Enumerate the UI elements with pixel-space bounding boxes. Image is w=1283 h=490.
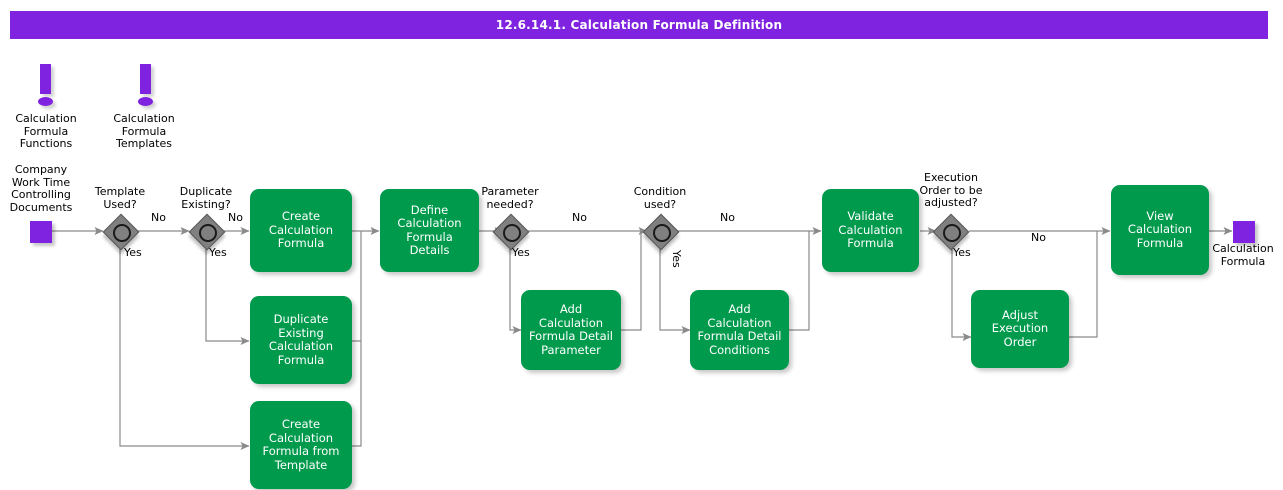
page-title: 12.6.14.1. Calculation Formula Definitio… — [10, 11, 1268, 39]
task-add-calculation-formula-detail-conditions[interactable]: Add Calculation Formula Detail Condition… — [690, 290, 789, 370]
exclamation-bar — [140, 64, 151, 94]
edge-label-exec-yes: Yes — [953, 246, 971, 259]
data-object-calculation-formula[interactable] — [1233, 221, 1255, 243]
gateway-label-template-used: Template Used? — [94, 185, 146, 211]
annotation-label-calculation-formula-functions: Calculation Formula Functions — [15, 112, 77, 151]
exclamation-dot — [138, 97, 153, 106]
edge-label-condition-yes: Yes — [670, 250, 683, 268]
data-object-label-calculation-formula: Calculation Formula — [1212, 242, 1274, 268]
task-duplicate-existing-calculation-formula[interactable]: Duplicate Existing Calculation Formula — [250, 296, 352, 384]
task-define-calculation-formula-details[interactable]: Define Calculation Formula Details — [380, 189, 479, 272]
edge-label-parameter-no: No — [572, 211, 587, 224]
gateway-execution-order-to-be-adjusted[interactable] — [932, 213, 970, 251]
gateway-label-execution-order-to-be-adjusted: Execution Order to be adjusted? — [919, 171, 983, 210]
gateway-ring-icon — [199, 224, 217, 242]
gateway-ring-icon — [943, 224, 961, 242]
exclamation-icon — [33, 64, 59, 108]
gateway-ring-icon — [653, 224, 671, 242]
edge-label-duplicate-no: No — [228, 211, 243, 224]
gateway-label-condition-used: Condition used? — [633, 185, 687, 211]
edge-label-exec-no: No — [1031, 231, 1046, 244]
task-create-calculation-formula[interactable]: Create Calculation Formula — [250, 189, 352, 272]
gateway-ring-icon — [503, 224, 521, 242]
task-create-calculation-formula-from-template[interactable]: Create Calculation Formula from Template — [250, 401, 352, 489]
data-object-label-company-work-time-controlling-documents: Company Work Time Controlling Documents — [9, 163, 73, 214]
gateway-label-parameter-needed: Parameter needed? — [481, 185, 539, 211]
gateway-template-used[interactable] — [102, 213, 140, 251]
exclamation-icon — [133, 64, 159, 108]
gateway-condition-used[interactable] — [642, 213, 680, 251]
data-object-company-work-time-controlling-documents[interactable] — [30, 221, 52, 243]
task-adjust-execution-order[interactable]: Adjust Execution Order — [971, 290, 1069, 368]
edge-label-duplicate-yes: Yes — [209, 246, 227, 259]
gateway-label-duplicate-existing: Duplicate Existing? — [179, 185, 233, 211]
gateway-duplicate-existing[interactable] — [188, 213, 226, 251]
return-flows — [352, 230, 1098, 447]
gateway-parameter-needed[interactable] — [492, 213, 530, 251]
edge-label-template-no: No — [151, 211, 166, 224]
exclamation-dot — [38, 97, 53, 106]
task-add-calculation-formula-detail-parameter[interactable]: Add Calculation Formula Detail Parameter — [521, 290, 621, 370]
exclamation-bar — [40, 64, 51, 94]
gateway-ring-icon — [113, 224, 131, 242]
edge-label-parameter-yes: Yes — [512, 246, 530, 259]
task-view-calculation-formula[interactable]: View Calculation Formula — [1111, 185, 1209, 275]
task-validate-calculation-formula[interactable]: Validate Calculation Formula — [822, 189, 919, 272]
annotation-label-calculation-formula-templates: Calculation Formula Templates — [113, 112, 175, 151]
edge-label-condition-no: No — [720, 211, 735, 224]
edge-label-template-yes: Yes — [124, 246, 142, 259]
